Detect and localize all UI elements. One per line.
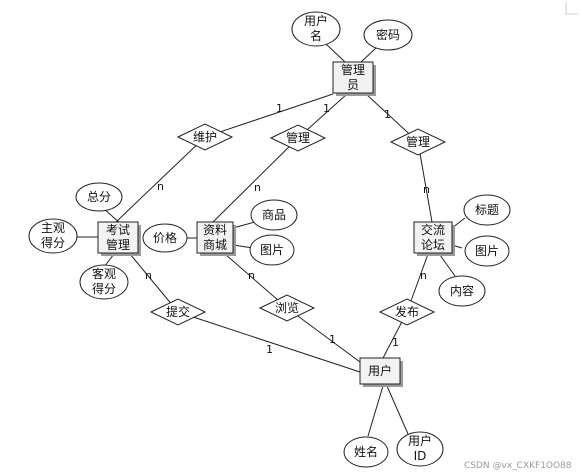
attr-admin-password: 密码	[363, 19, 413, 51]
svg-text:商品: 商品	[262, 207, 286, 222]
svg-text:客观: 客观	[92, 266, 116, 281]
svg-text:提交: 提交	[166, 304, 190, 319]
attr-forum-content: 内容	[438, 275, 486, 307]
card-shop-browse: n	[248, 269, 255, 282]
svg-text:维护: 维护	[193, 130, 217, 144]
attr-user-id: 用户 ID	[396, 431, 444, 467]
entity-user-line1: 用户	[368, 363, 392, 378]
card-admin-manage-forum: 1	[384, 108, 391, 121]
card-exam-submit: n	[145, 269, 152, 282]
svg-text:ID: ID	[414, 449, 427, 463]
svg-text:密码: 密码	[376, 27, 400, 42]
rel-browse: 浏览	[258, 294, 316, 322]
svg-text:管理: 管理	[286, 130, 310, 145]
card-admin-manage-shop: 1	[323, 102, 330, 115]
entity-exam-line1: 考试	[106, 222, 130, 237]
watermark: CSDN @vx_CXKF1OO88	[464, 461, 572, 471]
svg-text:图片: 图片	[260, 243, 284, 257]
attr-exam-objective: 客观 得分	[79, 264, 129, 300]
entity-shop-line2: 商城	[203, 237, 227, 252]
svg-text:价格: 价格	[153, 230, 177, 245]
attr-shop-image: 图片	[249, 234, 295, 266]
card-maintain-exam: n	[157, 180, 164, 193]
entity-user: 用户	[359, 357, 403, 387]
entity-exam: 考试 管理	[97, 221, 141, 256]
attr-user-name: 姓名	[343, 436, 389, 468]
svg-text:标题: 标题	[475, 203, 499, 217]
rel-maintain: 维护	[176, 123, 234, 151]
svg-text:图片: 图片	[475, 244, 499, 258]
rel-submit: 提交	[149, 298, 207, 326]
card-submit-user: 1	[266, 343, 273, 356]
entity-shop-line1: 资料	[203, 223, 227, 237]
entity-shop: 资料 商城	[196, 221, 236, 256]
entity-forum: 交流 论坛	[413, 221, 455, 256]
entity-admin: 管理 员	[332, 61, 376, 96]
card-admin-maintain: 1	[276, 102, 283, 115]
entity-forum-line1: 交流	[421, 222, 445, 237]
attr-shop-price: 价格	[142, 223, 188, 253]
svg-text:浏览: 浏览	[275, 300, 299, 315]
attr-exam-subjective: 主观 得分	[28, 218, 78, 254]
entity-admin-line2: 员	[347, 78, 359, 92]
attr-admin-username: 用户 名	[291, 11, 341, 47]
entity-forum-line2: 论坛	[421, 238, 445, 252]
svg-text:姓名: 姓名	[354, 444, 378, 459]
attr-forum-image: 图片	[464, 235, 510, 267]
svg-text:用户: 用户	[304, 13, 328, 28]
svg-text:用户: 用户	[408, 433, 432, 448]
entity-admin-line1: 管理	[341, 62, 365, 77]
card-manage-forum: n	[423, 183, 430, 196]
attr-forum-title: 标题	[463, 194, 511, 226]
svg-text:总分: 总分	[87, 190, 111, 204]
attr-shop-goods: 商品	[250, 199, 298, 231]
card-publish-user: 1	[392, 336, 399, 349]
card-manage-shop: n	[254, 181, 261, 194]
rel-publish: 发布	[378, 298, 436, 326]
svg-text:发布: 发布	[395, 304, 419, 319]
rel-manage-shop: 管理	[269, 124, 327, 152]
rel-manage-forum: 管理	[389, 128, 447, 156]
svg-text:管理: 管理	[406, 134, 430, 149]
card-forum-publish: n	[420, 269, 427, 282]
card-browse-user: 1	[329, 333, 336, 346]
svg-text:内容: 内容	[450, 283, 474, 298]
svg-text:得分: 得分	[92, 281, 116, 296]
svg-text:名: 名	[310, 28, 322, 43]
entity-exam-line2: 管理	[106, 237, 130, 252]
svg-text:主观: 主观	[41, 221, 65, 235]
attr-exam-total: 总分	[75, 182, 123, 212]
svg-text:得分: 得分	[41, 235, 65, 250]
